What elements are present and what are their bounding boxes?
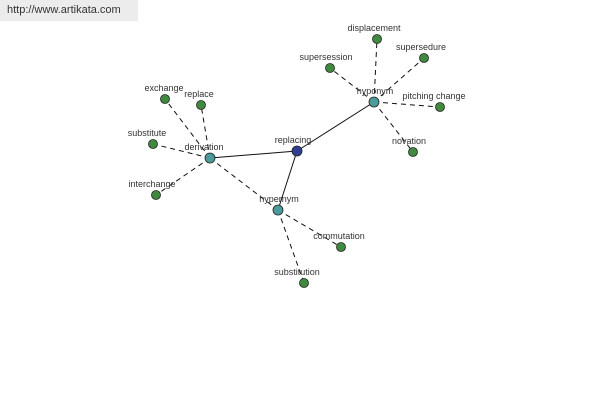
node-supersedure[interactable]	[419, 53, 429, 63]
edge-derivation-exchange	[164, 98, 211, 159]
edge-hypernym-substitution	[277, 209, 305, 284]
node-displacement[interactable]	[372, 34, 382, 44]
node-commutation[interactable]	[336, 242, 346, 252]
edge-hyponym-supersession	[329, 67, 375, 103]
graph-edges	[152, 38, 441, 284]
node-replacing[interactable]	[291, 145, 303, 157]
edge-derivation-interchange	[155, 157, 211, 196]
edge-hypernym-commutation	[277, 209, 342, 248]
node-substitute[interactable]	[148, 139, 158, 149]
graph-nodes	[148, 34, 445, 288]
node-label-substitution[interactable]: substitution	[274, 267, 320, 277]
edge-hyponym-displacement	[373, 38, 378, 103]
node-label-hyponym[interactable]: hyponym	[357, 86, 394, 96]
node-exchange[interactable]	[160, 94, 170, 104]
node-label-hypernym[interactable]: hypernym	[259, 194, 299, 204]
graph-labels: replacing hyponym derivation hypernym displa…	[128, 23, 466, 277]
node-supersession[interactable]	[325, 63, 335, 73]
edge-hyponym-novation	[373, 101, 414, 153]
node-pitching-change[interactable]	[435, 102, 445, 112]
node-label-replace[interactable]: replace	[184, 89, 214, 99]
node-label-exchange[interactable]: exchange	[144, 83, 183, 93]
node-label-substitute[interactable]: substitute	[128, 128, 167, 138]
node-label-interchange[interactable]: interchange	[128, 179, 175, 189]
node-replace[interactable]	[196, 100, 206, 110]
edge-derivation-substitute	[152, 143, 211, 159]
edge-hyponym-supersedure	[373, 57, 425, 103]
node-hyponym[interactable]	[368, 96, 380, 108]
node-interchange[interactable]	[151, 190, 161, 200]
node-label-novation[interactable]: novation	[392, 136, 426, 146]
edge-replacing-derivation	[209, 150, 298, 159]
edge-replacing-hyponym	[296, 101, 375, 152]
node-label-supersedure[interactable]: supersedure	[396, 42, 446, 52]
edge-replacing-hypernym	[277, 150, 298, 211]
node-novation[interactable]	[408, 147, 418, 157]
node-derivation[interactable]	[204, 152, 216, 164]
node-label-replacing[interactable]: replacing	[275, 135, 312, 145]
node-label-derivation[interactable]: derivation	[184, 142, 223, 152]
node-label-commutation[interactable]: commutation	[313, 231, 365, 241]
node-hypernym[interactable]	[272, 204, 284, 216]
node-label-pitching-change[interactable]: pitching change	[402, 91, 465, 101]
node-label-supersession[interactable]: supersession	[299, 52, 352, 62]
url-text[interactable]: http://www.artikata.com	[0, 0, 138, 21]
node-substitution[interactable]	[299, 278, 309, 288]
edge-hyponym-pitching-change	[373, 101, 441, 108]
node-label-displacement[interactable]: displacement	[347, 23, 401, 33]
